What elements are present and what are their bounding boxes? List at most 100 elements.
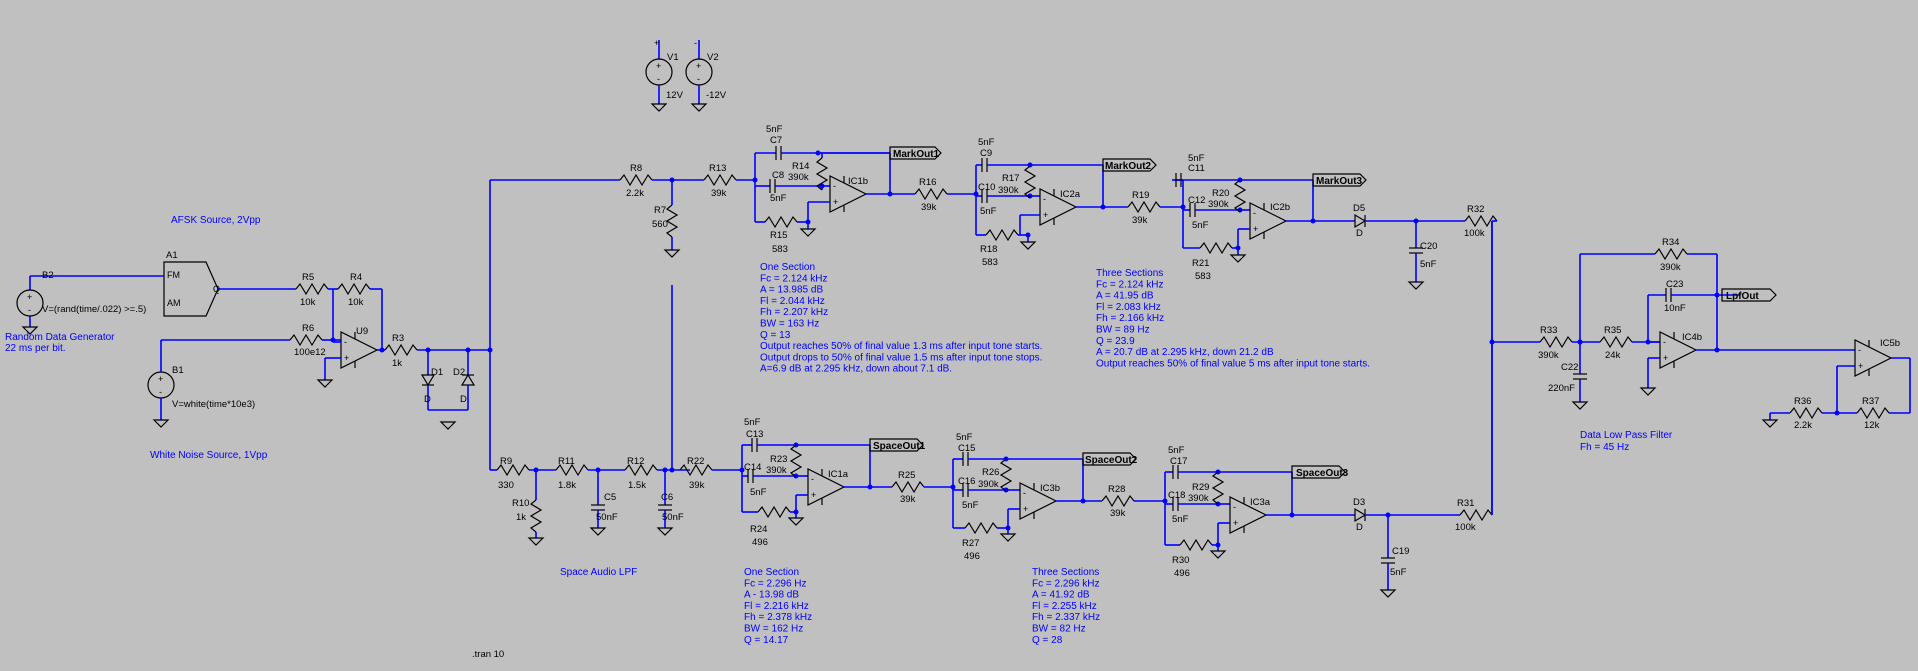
r10-value: 1k: [516, 512, 526, 523]
c19-symbol: [1380, 557, 1396, 564]
d3-symbol: [1354, 508, 1366, 522]
r33-value: 390k: [1538, 350, 1559, 361]
b1-ref: B1: [172, 365, 184, 376]
r15-symbol: [764, 216, 798, 228]
r36-value: 2.2k: [1794, 420, 1812, 431]
r3-value: 1k: [392, 358, 402, 369]
r24-symbol: [757, 506, 791, 518]
tran-directive: .tran 10: [472, 649, 504, 660]
r31-ref: R31: [1457, 498, 1474, 509]
r5-value: 10k: [300, 297, 316, 308]
note-line: Fl = 2.216 kHz: [744, 601, 809, 612]
c23-symbol: [1665, 287, 1672, 303]
ic3b-ref: IC3b: [1040, 483, 1060, 494]
data-lpf-fh: Fh = 45 Hz: [1580, 442, 1629, 453]
spaceout2-label: SpaceOut2: [1085, 455, 1138, 466]
note-line: Output reaches 50% of final value 5 ms a…: [1096, 358, 1370, 369]
u9-ref: U9: [356, 326, 368, 337]
spaceout3-label: SpaceOut3: [1296, 468, 1349, 479]
c11-value: 5nF: [1188, 153, 1205, 164]
r3-symbol: [384, 344, 418, 356]
c18-ref: C18: [1168, 490, 1185, 501]
d5-ref: D5: [1353, 203, 1365, 214]
ic2b-ref: IC2b: [1270, 202, 1290, 213]
c16-value: 5nF: [962, 500, 979, 511]
r13-value: 39k: [711, 188, 727, 199]
r36-ref: R36: [1794, 396, 1811, 407]
r26-value: 390k: [978, 479, 999, 490]
d2-ref: D2: [453, 367, 465, 378]
lpfout-tag: [1721, 288, 1777, 302]
c19-value: 5nF: [1390, 567, 1407, 578]
r29-value: 390k: [1188, 493, 1209, 504]
c23-ref: C23: [1666, 279, 1683, 290]
c5-symbol: [590, 504, 606, 511]
note-line: BW = 82 Hz: [1032, 624, 1086, 635]
r5-ref: R5: [302, 272, 314, 283]
ic4b-ref: IC4b: [1682, 332, 1702, 343]
c15-ref: C15: [958, 443, 975, 454]
d1-ref: D1: [431, 367, 443, 378]
a1-ref: A1: [166, 250, 178, 261]
r30-value: 496: [1174, 568, 1190, 579]
r23-value: 390k: [766, 465, 787, 476]
r33-ref: R33: [1540, 325, 1557, 336]
c18-value: 5nF: [1172, 514, 1189, 525]
c19-ref: C19: [1392, 546, 1409, 557]
note-line: Three Sections: [1032, 567, 1099, 578]
rdg-line1: Random Data Generator: [5, 332, 115, 343]
r36-symbol: [1789, 407, 1823, 419]
ic2a-ref: IC2a: [1060, 189, 1081, 200]
r26-ref: R26: [982, 467, 999, 478]
c11-ref: C11: [1188, 163, 1205, 174]
fm-pin: FM: [167, 270, 180, 280]
note-line: A = 20.7 dB at 2.295 kHz, down 21.2 dB: [1096, 347, 1274, 358]
note-line: Fh = 2.166 kHz: [1096, 313, 1164, 324]
r17-value: 390k: [998, 185, 1019, 196]
r15-ref: R15: [770, 230, 787, 241]
r16-value: 39k: [921, 202, 937, 213]
r25-symbol: [891, 481, 925, 493]
c12-ref: C12: [1188, 195, 1205, 206]
c10-value: 5nF: [980, 206, 997, 217]
note-line: Q = 28: [1032, 635, 1063, 646]
r26-symbol: [1000, 458, 1012, 492]
c20-value: 5nF: [1420, 259, 1437, 270]
c23-value: 10nF: [1664, 303, 1686, 314]
c15-symbol: [962, 451, 969, 467]
note-line: One Section: [760, 262, 815, 273]
r19-value: 39k: [1132, 215, 1148, 226]
r18-symbol: [985, 229, 1019, 241]
r20-symbol: [1234, 179, 1246, 213]
note-line: Output drops to 50% of final value 1.5 m…: [760, 352, 1042, 363]
c10-ref: C10: [978, 182, 995, 193]
r14-value: 390k: [788, 172, 809, 183]
r35-symbol: [1599, 336, 1633, 348]
note-line: Output reaches 50% of final value 1.3 ms…: [760, 341, 1042, 352]
c13-value: 5nF: [744, 417, 761, 428]
r17-ref: R17: [1002, 173, 1019, 184]
c8-ref: C8: [772, 170, 784, 181]
note-line: BW = 163 Hz: [760, 319, 819, 330]
c20-ref: C20: [1420, 241, 1437, 252]
q-pin: Q: [213, 284, 220, 294]
r20-ref: R20: [1212, 188, 1229, 199]
note-line: Fl = 2.255 kHz: [1032, 601, 1097, 612]
d2-model: D: [460, 394, 467, 405]
r25-value: 39k: [900, 494, 916, 505]
r34-value: 390k: [1660, 262, 1681, 273]
r33-symbol: [1539, 336, 1573, 348]
note-line: A = 41.95 dB: [1096, 291, 1154, 302]
r31-symbol: [1459, 509, 1493, 521]
u9-symbol: [340, 331, 378, 369]
note-line: Q = 14.17: [744, 635, 789, 646]
r13-symbol: [703, 174, 737, 186]
c9-ref: C9: [980, 148, 992, 159]
c5-value: 50nF: [596, 512, 618, 523]
ic3a-ref: IC3a: [1250, 497, 1271, 508]
r8-value: 2.2k: [626, 188, 644, 199]
c15-value: 5nF: [956, 432, 973, 443]
